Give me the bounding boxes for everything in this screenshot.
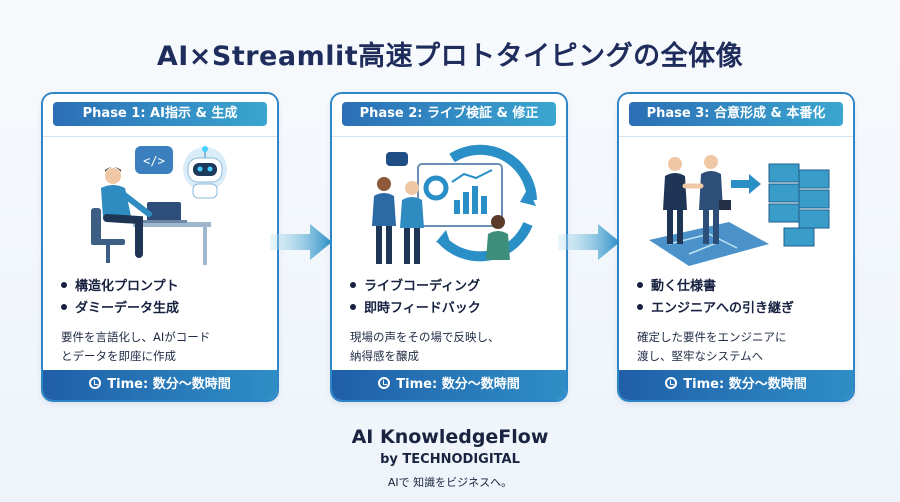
phase-header: Phase 1: AI指示 & 生成 xyxy=(43,94,277,137)
bullet-list: ライブコーディング 即時フィードバック xyxy=(350,276,560,320)
phase-header-label: Phase 2: ライブ検証 & 修正 xyxy=(342,102,556,126)
clock-icon xyxy=(665,376,678,389)
phase-description: 現場の声をその場で反映し、 納得感を醸成 xyxy=(350,330,500,363)
phase-description: 確定した要件をエンジニアに 渡し、堅牢なシステムへ xyxy=(637,330,787,363)
clock-icon xyxy=(378,376,391,389)
arrow-right-icon xyxy=(558,224,620,260)
time-footer: Time: 数分〜数時間 xyxy=(332,370,566,400)
time-footer: Time: 数分〜数時間 xyxy=(43,370,277,400)
page-title: AI×Streamlit高速プロトタイピングの全体像 xyxy=(156,41,744,72)
phase-header: Phase 2: ライブ検証 & 修正 xyxy=(332,94,566,137)
team-reviewing-dashboard-illustration xyxy=(372,144,537,264)
bullet-item: 構造化プロンプト xyxy=(61,276,271,298)
clock-icon xyxy=(89,376,102,389)
bullet-list: 構造化プロンプト ダミーデータ生成 xyxy=(61,276,271,320)
bullet-item: ライブコーディング xyxy=(350,276,560,298)
phase-header-label: Phase 1: AI指示 & 生成 xyxy=(53,102,267,126)
bullet-item: 即時フィードバック xyxy=(350,298,560,320)
phase-card-2: Phase 2: ライブ検証 & 修正 ライブコーディング 即時フィードバック xyxy=(332,94,566,400)
arrow-right-icon xyxy=(270,224,332,260)
bullet-list: 動く仕様書 エンジニアへの引き継ぎ xyxy=(637,276,847,320)
phase-header-label: Phase 3: 合意形成 & 本番化 xyxy=(629,102,843,126)
phase-description: 要件を言語化し、AIがコード とデータを即座に作成 xyxy=(61,330,211,363)
phase-card-1: Phase 1: AI指示 & 生成 </> 構造化プロンプト ダミーデータ生成 xyxy=(43,94,277,400)
phase-header: Phase 3: 合意形成 & 本番化 xyxy=(619,94,853,137)
bullet-item: 動く仕様書 xyxy=(637,276,847,298)
brand-name: AI KnowledgeFlow xyxy=(351,426,549,448)
svg-text:</>: </> xyxy=(143,154,165,168)
bullet-item: ダミーデータ生成 xyxy=(61,298,271,320)
phase-card-3: Phase 3: 合意形成 & 本番化 動く仕様書 xyxy=(619,94,853,400)
brand-byline: by TECHNODIGITAL xyxy=(380,452,520,467)
handshake-and-servers-illustration xyxy=(649,155,830,266)
developer-with-ai-robot-illustration: </> xyxy=(91,146,227,265)
time-footer: Time: 数分〜数時間 xyxy=(619,370,853,400)
brand-tagline: AIで 知識をビジネスへ。 xyxy=(387,476,513,489)
bullet-item: エンジニアへの引き継ぎ xyxy=(637,298,847,320)
